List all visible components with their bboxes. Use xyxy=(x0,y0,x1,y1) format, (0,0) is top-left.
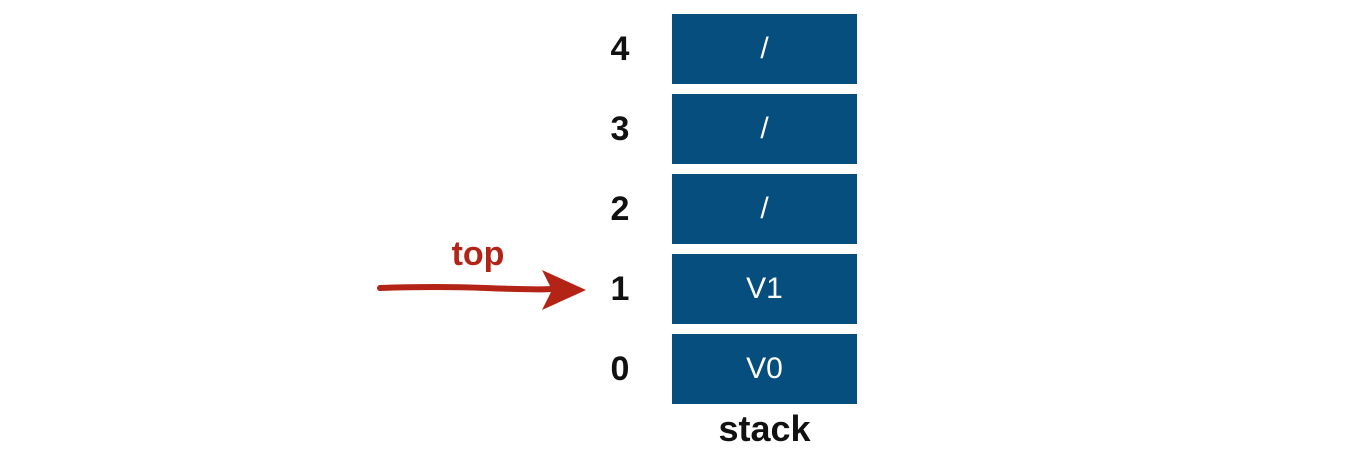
top-pointer-shaft xyxy=(377,284,555,293)
top-pointer-head xyxy=(542,270,586,310)
stack-index-3: 3 xyxy=(610,109,630,148)
stack-cell-4: / xyxy=(672,14,857,84)
arrow-right-icon xyxy=(377,270,586,310)
stack-cell-1: V1 xyxy=(672,254,857,324)
stack-cell-2: / xyxy=(672,174,857,244)
stack-label: stack xyxy=(718,408,811,449)
stack-cell-0: V0 xyxy=(672,334,857,404)
stack-index-2: 2 xyxy=(610,189,630,228)
stack-index-1: 1 xyxy=(610,269,630,308)
stack-index-4: 4 xyxy=(610,29,630,68)
stack-cell-3: / xyxy=(672,94,857,164)
stack-index-0: 0 xyxy=(610,349,630,388)
top-pointer-label: top xyxy=(451,234,505,273)
